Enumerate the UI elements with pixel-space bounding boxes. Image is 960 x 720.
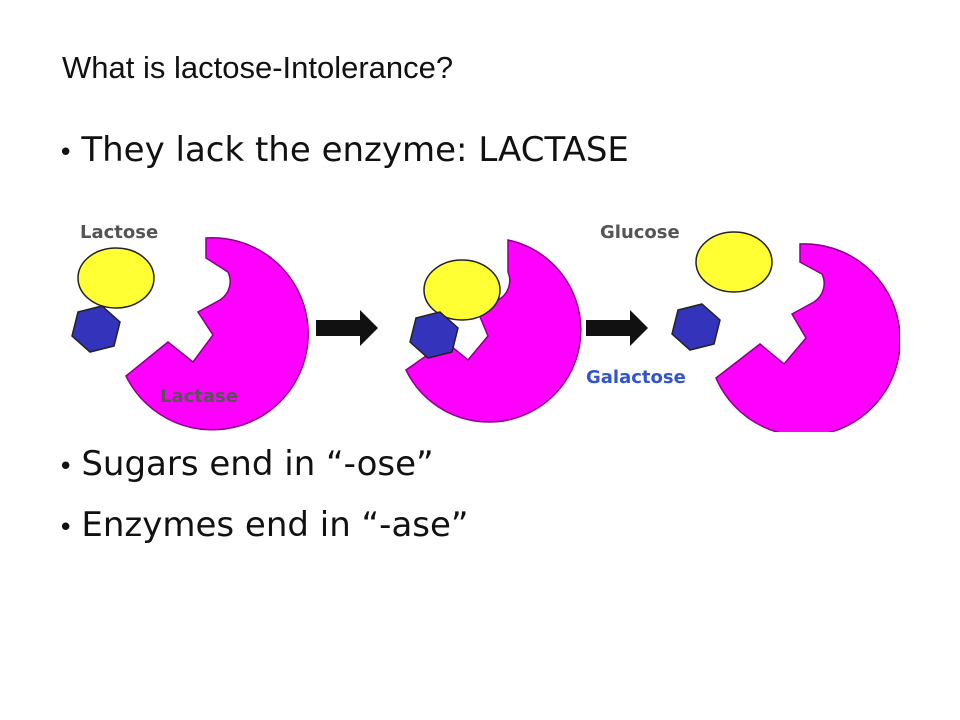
lactase-enzyme-shape [125,237,309,431]
galactose-molecule [71,305,121,353]
bullet-sugars: • Sugars end in “-ose” [58,444,434,484]
bullet-dot-icon: • [58,452,74,482]
label-lactose: Lactose [80,222,158,243]
bullet-dot-icon: • [58,513,74,543]
glucose-molecule [77,247,155,309]
bullet-lactase: • They lack the enzyme: LACTASE [58,130,629,170]
galactose-molecule [409,311,459,359]
reaction-arrow-icon [586,310,648,346]
glucose-molecule [423,259,501,321]
bullet-dot-icon: • [58,138,74,168]
label-glucose: Glucose [600,222,680,243]
lactase-reaction-diagram: Lactase Lactose Glucose Galactose [48,200,900,432]
label-galactose: Galactose [586,367,686,388]
galactose-molecule [671,303,721,351]
label-lactase: Lactase [160,386,238,407]
bullet-text: Enzymes end in “-ase” [81,505,469,545]
glucose-molecule [695,231,773,293]
slide-title: What is lactose-Intolerance? [62,50,454,85]
bullet-enzymes: • Enzymes end in “-ase” [58,505,469,545]
reaction-arrow-icon [316,310,378,346]
bullet-text: They lack the enzyme: LACTASE [81,130,629,170]
lactase-enzyme-shape [715,243,900,432]
bullet-text: Sugars end in “-ose” [81,444,434,484]
